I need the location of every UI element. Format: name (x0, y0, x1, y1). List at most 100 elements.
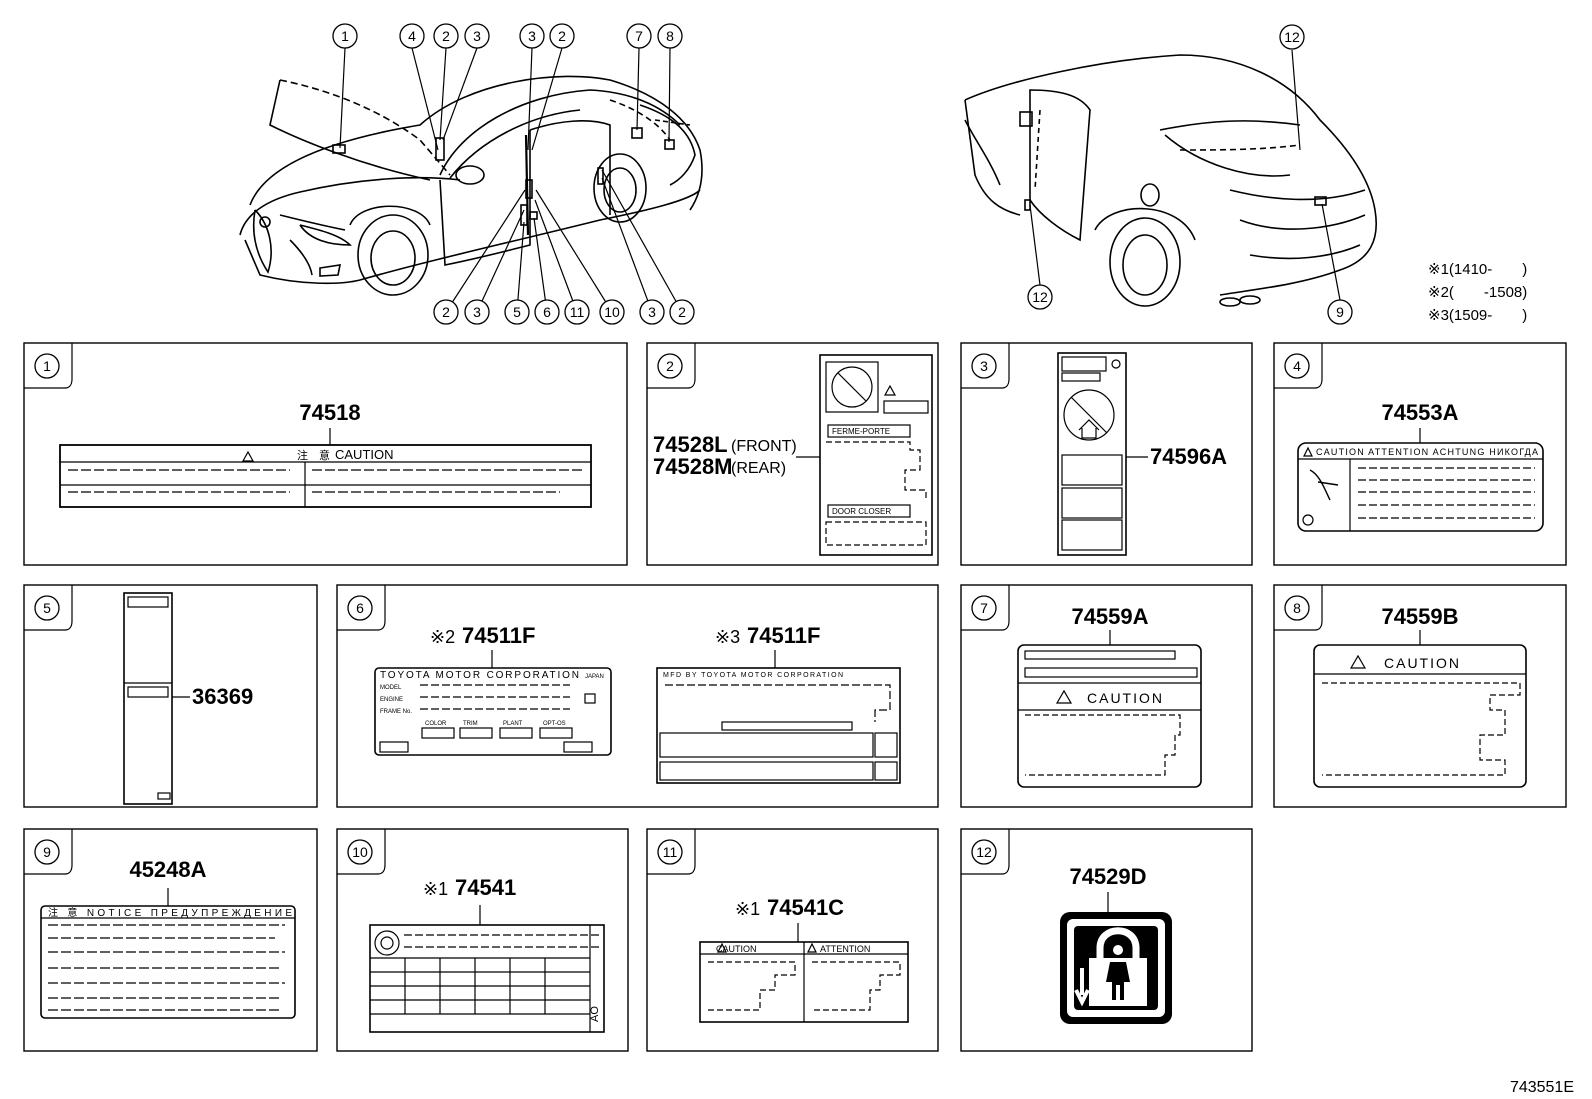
panel-11 (646, 828, 939, 1052)
part-number-74559A: 74559A (1071, 604, 1148, 629)
mark-11: ※1 (735, 899, 760, 919)
panel-number-2-circle (657, 353, 683, 379)
callout-rear-9: 9 (1336, 304, 1344, 320)
part-number-rear: 74528M (653, 454, 733, 479)
label-6-frame: FRAME No. (380, 709, 412, 715)
callout-front-8: 8 (666, 28, 674, 44)
callout-rear-12: 12 (1032, 289, 1048, 305)
callout-front-4-circle (399, 23, 425, 49)
part-number-74553A: 74553A (1381, 400, 1458, 425)
panel-number-11-circle (657, 839, 683, 865)
callout-front-3: 3 (648, 304, 656, 320)
callout-front-5: 5 (513, 304, 521, 320)
panel-3 (960, 342, 1253, 566)
panel-number-3: 3 (980, 358, 988, 374)
panel-number-8-circle (1284, 595, 1310, 621)
child-lock-icon (1060, 912, 1172, 1024)
callout-front-2-circle (433, 23, 459, 49)
label-6-opt: OPT-OS (543, 721, 566, 727)
panel-number-7: 7 (980, 600, 988, 616)
callout-front-10: 10 (604, 304, 620, 320)
panel-9 (23, 828, 318, 1052)
part-number-74559B: 74559B (1381, 604, 1458, 629)
callout-front-8-circle (657, 23, 683, 49)
part-label-front: (FRONT) (731, 438, 797, 455)
note-1: ※1(1410- ) (1428, 261, 1527, 278)
panel-number-6-circle (347, 595, 373, 621)
rear-car-illustration (964, 54, 1377, 307)
panel-number-9-circle (34, 839, 60, 865)
diagram-id: 743551E (1510, 1079, 1574, 1096)
label-6-plant: PLANT (503, 721, 523, 727)
panel-number-3-circle (971, 353, 997, 379)
panel-6 (336, 584, 939, 808)
callout-front-2: 2 (442, 304, 450, 320)
panel-number-5: 5 (43, 600, 51, 616)
panel-4 (1273, 342, 1567, 566)
label-7-caution: CAUTION (1087, 690, 1164, 706)
callout-front-2-circle (669, 299, 695, 325)
callout-front-10-circle (599, 299, 625, 325)
label-6-engine: ENGINE (380, 697, 403, 703)
panel-number-7-circle (971, 595, 997, 621)
label-1-caution: CAUTION (335, 447, 394, 462)
panel-tabs (24, 343, 1323, 875)
label-drawings (40, 352, 1544, 1033)
panel-number-4-circle (1284, 353, 1310, 379)
callout-front-4: 4 (408, 28, 416, 44)
panel-7 (960, 584, 1253, 808)
part-number-right: 74511F (747, 623, 820, 648)
panel-number-8: 8 (1293, 600, 1301, 616)
callout-front-3-circle (639, 299, 665, 325)
panel-number-9: 9 (43, 844, 51, 860)
part-number-74529D: 74529D (1069, 864, 1146, 889)
part-number-74541C: 74541C (767, 895, 844, 920)
callout-front-6-circle (534, 299, 560, 325)
callout-rear-12-circle (1027, 284, 1053, 310)
panel-8 (1273, 584, 1567, 808)
panel-number-2: 2 (666, 358, 674, 374)
part-number-74541: 74541 (455, 875, 516, 900)
callout-front-2: 2 (558, 28, 566, 44)
callout-front-2: 2 (442, 28, 450, 44)
label-2-a: FERME-PORTE (832, 427, 890, 436)
callout-front-5-circle (504, 299, 530, 325)
callout-front-3-circle (464, 23, 490, 49)
callout-front-3: 3 (473, 28, 481, 44)
callout-rear-12: 12 (1284, 29, 1300, 45)
label-9-header: 注 意 NOTICE ПРЕДУПРЕЖДЕНИЕ (48, 906, 292, 919)
part-label-rear: (REAR) (731, 460, 786, 477)
label-6-corp: TOYOTA MOTOR CORPORATION (380, 670, 580, 681)
mark-right: ※3 (715, 627, 740, 647)
panel-10 (336, 828, 629, 1052)
callout-front-2: 2 (678, 304, 686, 320)
panel-number-10: 10 (352, 844, 368, 860)
panel-number-12: 12 (976, 844, 992, 860)
callout-front-1-circle (332, 23, 358, 49)
front-car-callouts (339, 47, 683, 313)
callout-front-3: 3 (473, 304, 481, 320)
part-number-36369: 36369 (192, 684, 253, 709)
note-3: ※3(1509- ) (1428, 307, 1527, 324)
callout-rear-12-circle (1279, 24, 1305, 50)
label-6-color: COLOR (425, 721, 447, 727)
label-4-header: CAUTION ATTENTION ACHTUNG НИКОГДА (1316, 447, 1538, 457)
panel-5 (23, 584, 318, 808)
label-1-jp: 注 意 (297, 448, 330, 462)
panel-number-5-circle (34, 595, 60, 621)
panel-number-4: 4 (1293, 358, 1301, 374)
callout-front-2-circle (549, 23, 575, 49)
rear-car-callouts (1029, 49, 1341, 301)
panel-grid (23, 342, 1567, 1052)
panel-number-11: 11 (663, 844, 678, 860)
panel-number-1: 1 (43, 358, 51, 374)
part-number-front: 74528L (653, 432, 728, 457)
part-number-left: 74511F (462, 623, 535, 648)
panel-number-6: 6 (356, 600, 364, 616)
callout-front-3-circle (464, 299, 490, 325)
label-10-ao: AO (589, 1006, 601, 1022)
callout-rear-9-circle (1327, 299, 1353, 325)
callout-front-3: 3 (528, 28, 536, 44)
label-6-model: MODEL (380, 685, 402, 691)
front-car-illustration (239, 75, 703, 296)
